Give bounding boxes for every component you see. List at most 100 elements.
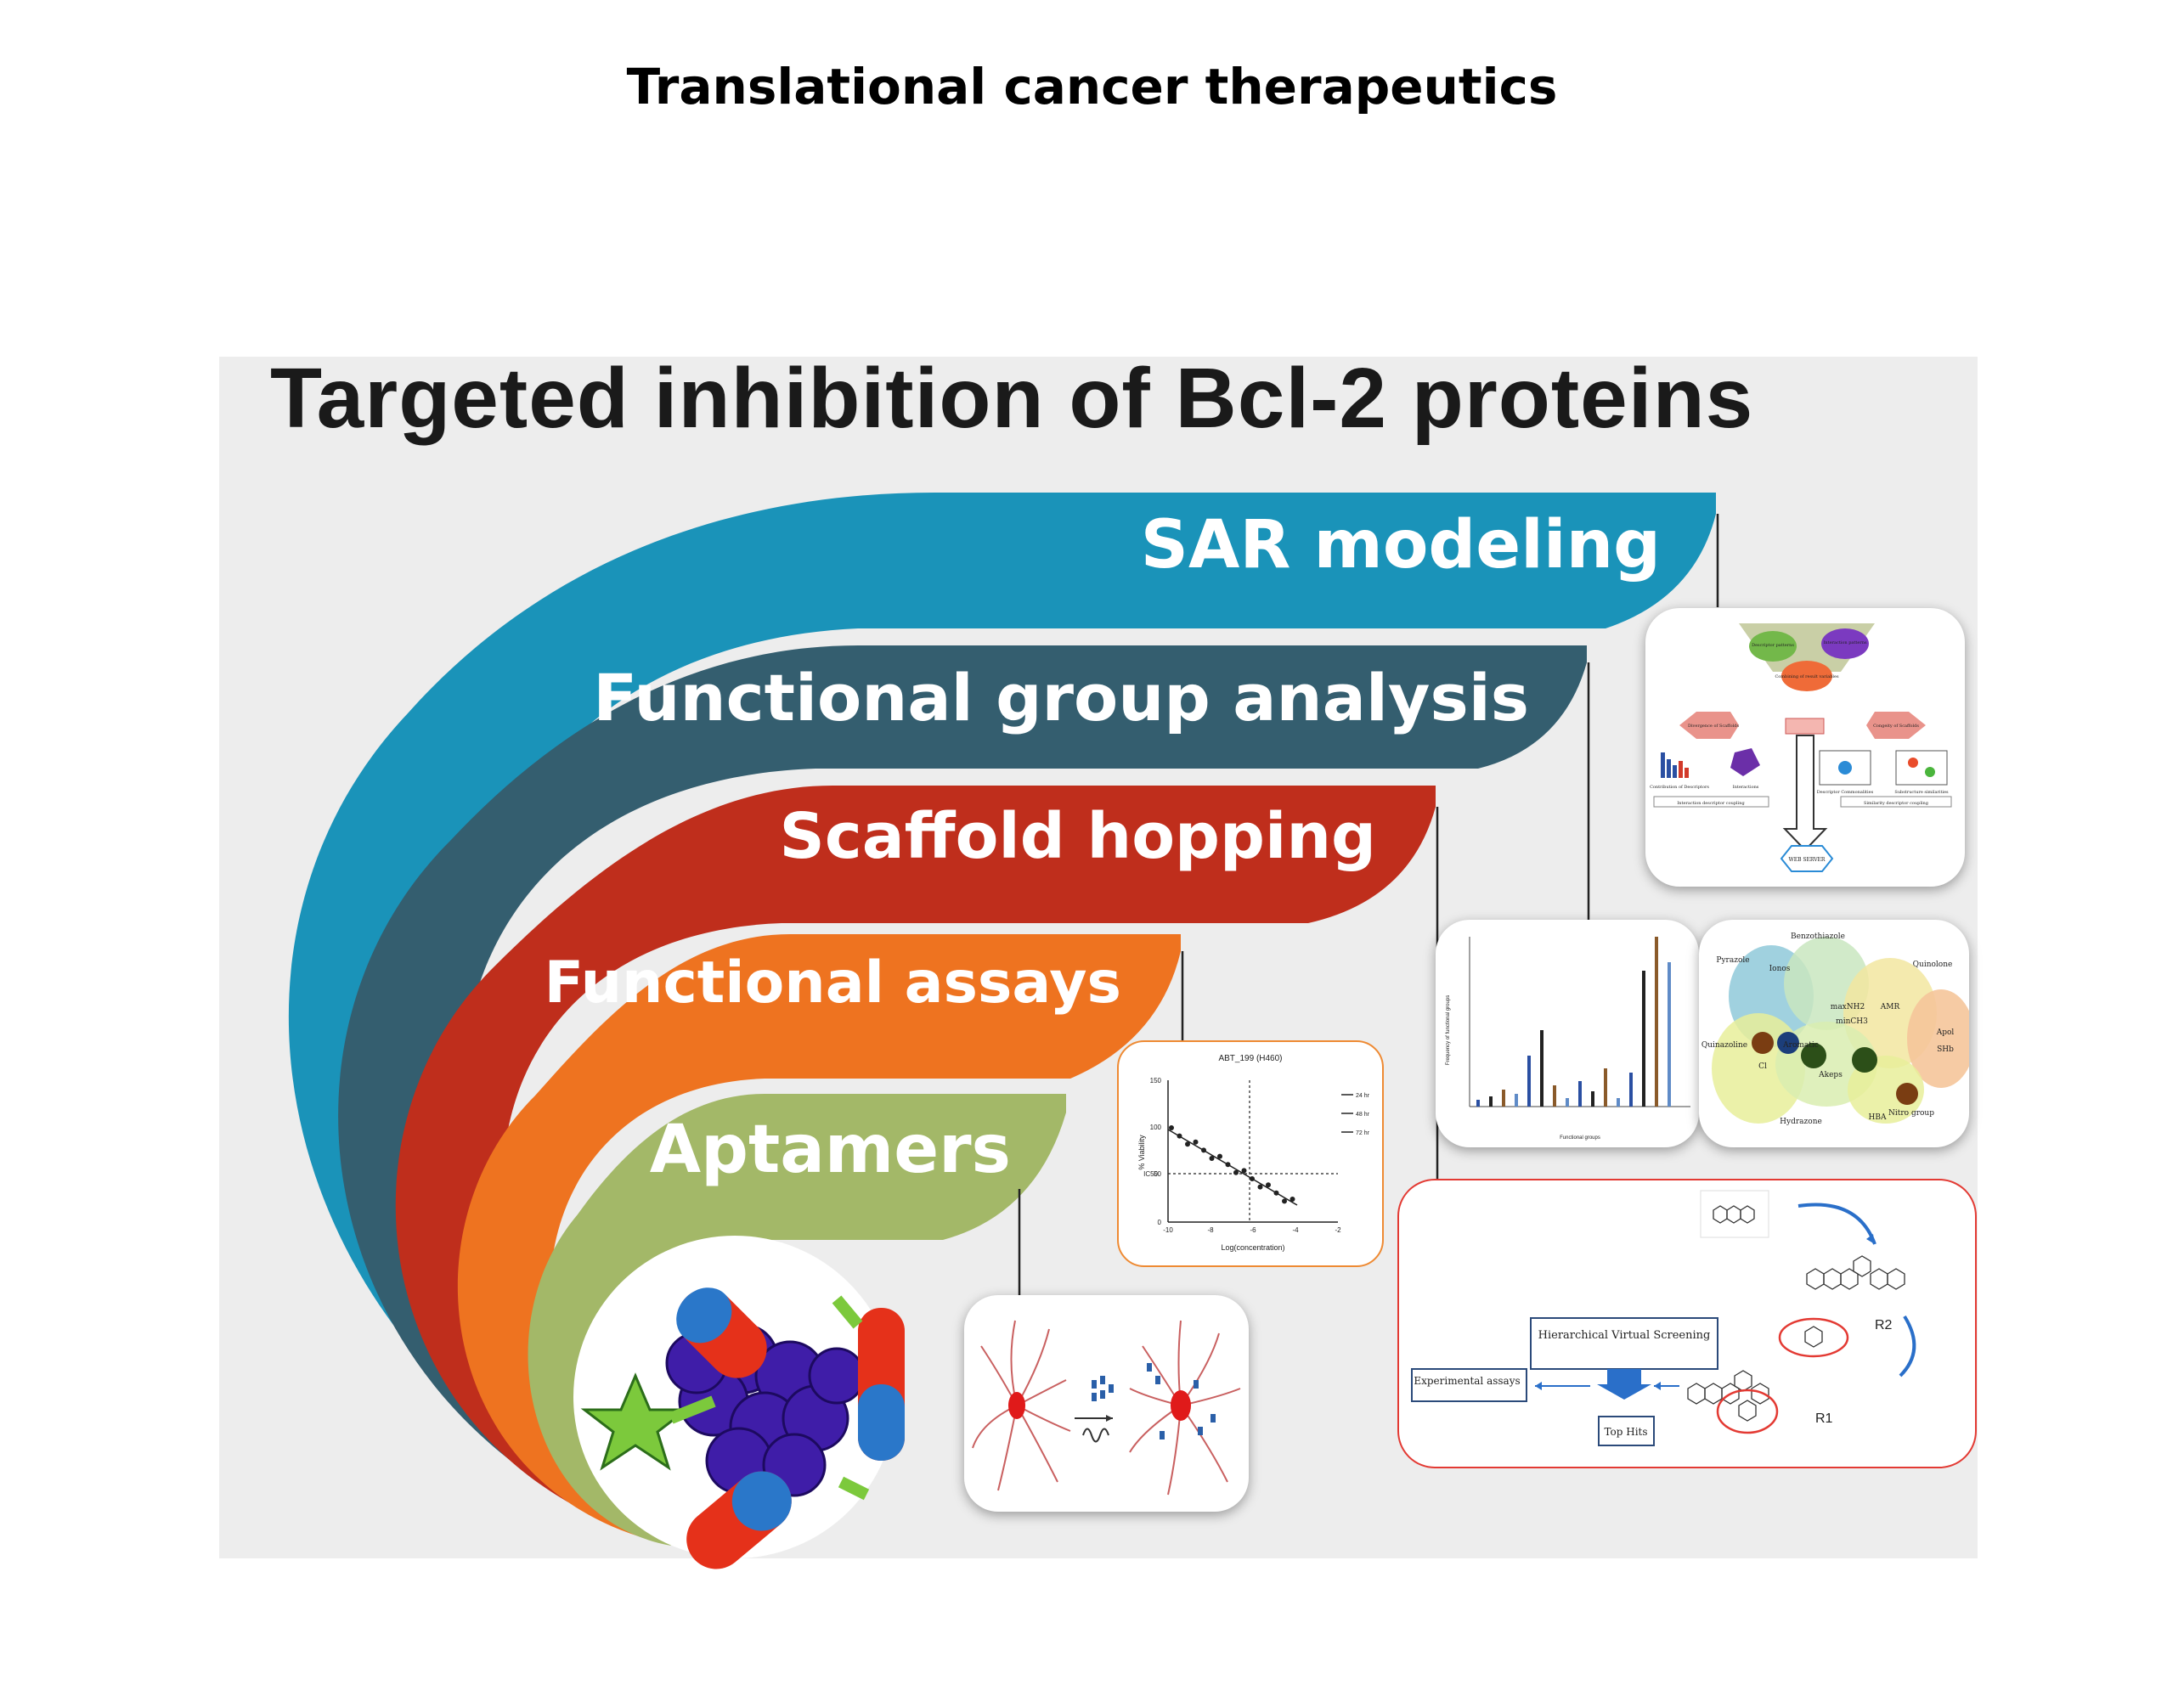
screening-card: R2 R1 Hierarchical Virtual Screening Top… [1397,1179,1977,1468]
figure-title: Targeted inhibition of Bcl-2 proteins [270,351,1754,446]
thumbnail-bar [1642,971,1645,1107]
venn-label: Ionos [1769,965,1791,973]
assay-point [1201,1147,1206,1153]
assay-point [1185,1141,1190,1147]
band-label-aptamers: Aptamers [650,1112,1011,1188]
band-label-functional-assays: Functional assays [545,949,1121,1017]
venn-label: SHb [1937,1045,1954,1054]
sar-left-box: Divergence of Scaffolds [1688,724,1740,729]
venn-label: Nitro group [1888,1109,1934,1118]
screening-top-hits: Top Hits [1604,1426,1647,1438]
assay-xtick: -2 [1335,1226,1341,1234]
band-label-sar: SAR modeling [1141,507,1661,583]
sar-top-item-2: Interaction patterns [1823,640,1867,645]
venn-label: maxNH2 [1831,1003,1865,1011]
thumbnail-bar [1668,962,1671,1107]
assay-ytick: 0 [1158,1219,1162,1226]
venn-label: Benzothiazole [1791,932,1845,941]
functional-group-bar-card: Frequency of functional groups Functiona… [1436,920,1699,1147]
thumbnail-bar [1489,1096,1493,1107]
screening-r1: R1 [1815,1411,1833,1426]
assay-legend-label: 24 hr [1356,1093,1370,1099]
thumbnail-bar [1540,1030,1543,1107]
sar-workflow-card: Descriptor patterns Interaction patterns… [1645,608,1965,887]
venn-label: Quinazoline [1701,1041,1747,1050]
thumbnail-bar [1553,1085,1556,1107]
band-aptamers [528,1094,1066,1546]
thumbnail-bar [1578,1081,1582,1107]
assay-xtick: -8 [1207,1226,1214,1234]
thumbnail-bar [1566,1098,1569,1107]
assay-point [1209,1156,1215,1161]
band-functional-group [338,645,1588,1541]
venn-label: Hydrazone [1780,1118,1822,1126]
venn-label: Quinolone [1913,961,1953,969]
assay-xtick: -10 [1163,1226,1173,1234]
sar-server: WEB SERVER [1789,857,1826,863]
protein-illustration [573,1236,905,1569]
screening-r2: R2 [1875,1318,1893,1332]
assay-legend-label: 72 hr [1356,1130,1370,1136]
assay-point [1282,1198,1287,1204]
thumbnail-bar [1502,1090,1505,1107]
assay-ic50-label: IC50 [1143,1170,1158,1178]
bar-card-ylabel: Frequency of functional groups [1446,995,1451,1065]
assay-ytick: 50 [1154,1170,1161,1178]
band-scaffold-hopping [395,786,1436,1541]
aptamer-card [964,1295,1249,1512]
screening-exp-label: Experimental assays [1414,1375,1520,1387]
assay-point [1233,1169,1239,1175]
bar-series [1476,937,1671,1107]
thumbnail-bar [1655,937,1658,1107]
assay-xtick: -6 [1250,1226,1256,1234]
sar-top-item-1: Descriptor patterns [1752,643,1794,648]
venn-label: AMR [1880,1003,1900,1011]
assay-ytick: 150 [1150,1077,1162,1084]
sar-right-sub2: Substructure similarities [1894,790,1949,795]
assay-point [1193,1139,1199,1145]
screening-hvs-label: Hierarchical Virtual Screening [1538,1329,1711,1342]
assay-point [1266,1182,1271,1188]
assay-ylabel: % Viability [1137,1135,1146,1170]
venn-label: Akeps [1818,1071,1843,1079]
assay-chart-title: ABT_199 (H460) [1218,1054,1282,1063]
assay-point [1177,1133,1182,1139]
sar-left-sub1: Contribution of Descriptors [1650,785,1709,790]
assay-point [1217,1153,1222,1159]
assay-ytick: 100 [1150,1124,1162,1131]
assay-legend-label: 48 hr [1356,1112,1370,1118]
sar-top-item-3: Combining of result variables [1775,674,1839,679]
thumbnail-bar [1617,1098,1620,1107]
bar-card-xlabel: Functional groups [1560,1135,1600,1141]
assay-xlabel: Log(concentration) [1221,1243,1284,1252]
venn-label: Aromatic [1782,1041,1819,1050]
assay-point [1241,1168,1247,1174]
thumbnail-bar [1527,1056,1531,1107]
sar-left-footer: Interaction descriptor coupling [1677,801,1745,806]
sar-left-sub2: Interactions [1733,785,1759,790]
assay-point [1169,1125,1174,1130]
page-title: Translational cancer therapeutics [626,58,1558,115]
band-functional-assays [457,934,1181,1544]
assay-point [1225,1162,1231,1168]
assay-point [1250,1176,1255,1181]
venn-label: minCH3 [1836,1017,1868,1026]
thumbnail-bar [1604,1068,1607,1107]
assay-point [1273,1190,1279,1196]
venn-label: Apol [1936,1028,1955,1037]
assay-point [1290,1197,1295,1202]
thumbnail-bar [1591,1091,1594,1107]
venn-label: Cl [1758,1062,1767,1071]
thumbnail-bar [1515,1094,1518,1107]
assay-point [1257,1184,1263,1190]
sar-right-sub1: Descriptor Commonalities [1817,790,1874,795]
venn-label: HBA [1869,1113,1887,1122]
assay-chart-card: ABT_199 (H460) 150 100 50 0 -10 -8 -6 -4 -2 % V… [1117,1040,1384,1267]
band-label-scaffold: Scaffold hopping [780,800,1376,873]
thumbnail-bar [1476,1100,1480,1107]
venn-label: Pyrazole [1716,956,1749,965]
assay-xtick: -4 [1292,1226,1299,1234]
thumbnail-bar [1629,1073,1633,1107]
